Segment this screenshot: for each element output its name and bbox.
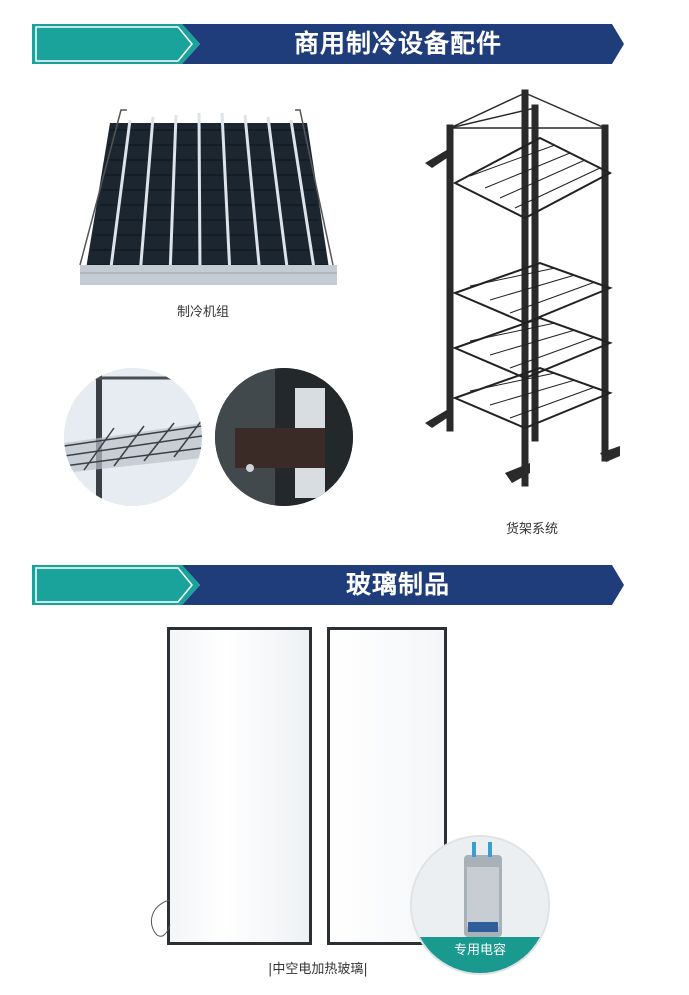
wire-shelf-closeup [64, 368, 202, 506]
banner-shape [32, 24, 624, 64]
glass-panel-left [167, 627, 312, 945]
section-banner-accessories: 商用制冷设备配件 [32, 24, 624, 64]
section-title: 商用制冷设备配件 [293, 29, 502, 58]
shelf-bracket-closeup [215, 368, 353, 506]
glass-wire-lead [150, 899, 171, 937]
section-title: 玻璃制品 [345, 570, 450, 599]
shelf-system-image [425, 89, 620, 487]
caption-refrigeration-unit: 制冷机组 [177, 305, 230, 320]
glass-panel-right [327, 627, 447, 945]
caption-heated-glass: |中空电加热玻璃| [268, 962, 368, 977]
refrigeration-unit-image [79, 109, 337, 285]
capacitor-badge: 专用电容 [412, 937, 548, 973]
banner-shape [32, 565, 624, 605]
caption-shelf-system: 货架系统 [506, 522, 559, 537]
capacitor-closeup: 专用电容 [410, 835, 550, 975]
section-banner-glass: 玻璃制品 [32, 565, 624, 605]
